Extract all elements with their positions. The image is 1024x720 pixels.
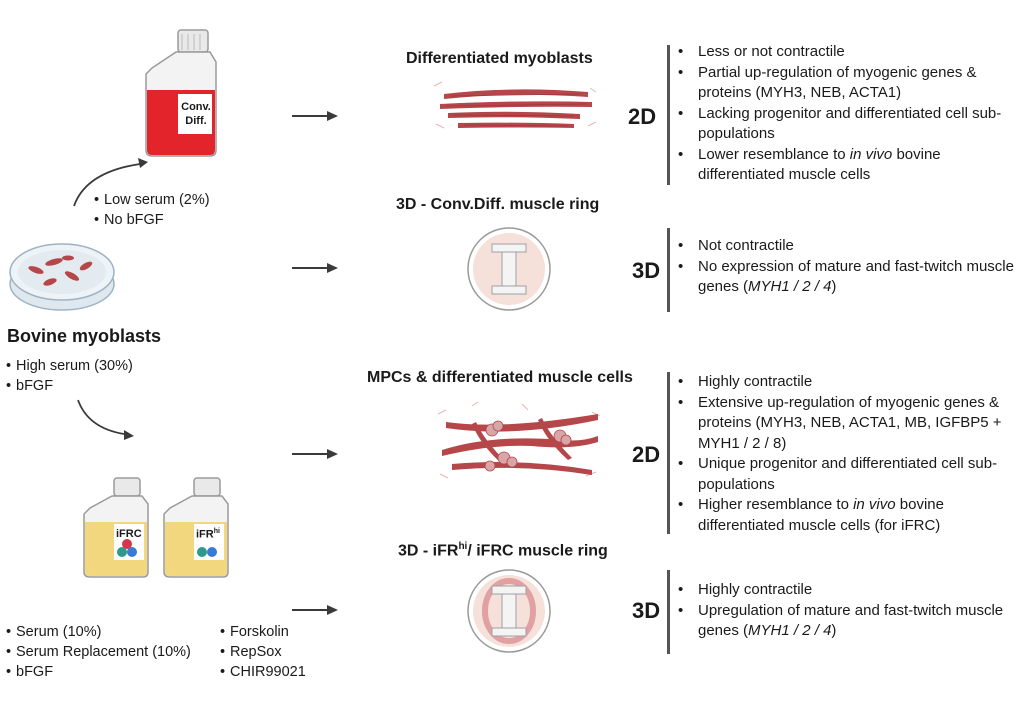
condition-low-serum: Low serum (2%) bbox=[94, 190, 210, 210]
panel-4-title: 3D - iFRhi/ iFRC muscle ring bbox=[398, 541, 608, 560]
ifrc-flask bbox=[83, 477, 149, 578]
conv-diff-flask bbox=[145, 29, 217, 157]
condition-repsox: RepSox bbox=[220, 642, 306, 662]
panel-2-divider bbox=[667, 228, 670, 312]
conv-diff-muscle-ring bbox=[467, 227, 551, 311]
panel-2-points: Not contractile No expression of mature … bbox=[676, 236, 1021, 298]
ifrhi-label-sup: hi bbox=[213, 528, 220, 535]
point-text: No expression of mature and fast-twitch … bbox=[698, 257, 1014, 296]
source-conditions: High serum (30%) bFGF bbox=[6, 356, 133, 396]
ifrhi-label: iFRhi bbox=[196, 528, 220, 541]
petri-dish bbox=[9, 243, 115, 311]
panel-1-point: Lacking progenitor and differentiated ce… bbox=[676, 104, 1021, 145]
point-emphasis: in vivo bbox=[853, 496, 896, 513]
panel-2-point: No expression of mature and fast-twitch … bbox=[676, 257, 1021, 298]
source-title: Bovine myoblasts bbox=[7, 326, 162, 346]
panel-2-point: Not contractile bbox=[676, 236, 1021, 257]
condition-chir99021: CHIR99021 bbox=[220, 662, 306, 682]
condition-ifr-bfgf: bFGF bbox=[6, 662, 191, 682]
panel-2-tag: 3D bbox=[632, 258, 661, 283]
ifr-muscle-ring bbox=[467, 569, 551, 653]
conv-diff-label-line2: Diff. bbox=[185, 115, 207, 127]
panel-3-points: Highly contractile Extensive up-regulati… bbox=[676, 372, 1024, 536]
condition-high-serum: High serum (30%) bbox=[6, 356, 133, 376]
panel-3-point: Highly contractile bbox=[676, 372, 1024, 393]
condition-forskolin: Forskolin bbox=[220, 622, 306, 642]
panel-3-point: Unique progenitor and differentiated cel… bbox=[676, 454, 1024, 495]
mpcs-illustration bbox=[437, 401, 601, 479]
ifr-conditions-right: Forskolin RepSox CHIR99021 bbox=[220, 622, 306, 682]
point-emphasis: MYH1 / 2 / 4 bbox=[748, 278, 832, 295]
point-emphasis: in vivo bbox=[849, 145, 893, 163]
condition-bfgf: bFGF bbox=[6, 376, 133, 396]
differentiated-myoblasts-illustration bbox=[433, 81, 597, 129]
ifr-conditions-left: Serum (10%) Serum Replacement (10%) bFGF bbox=[6, 622, 191, 682]
condition-serum: Serum (10%) bbox=[6, 622, 191, 642]
arrow-to-panel-2 bbox=[292, 263, 338, 273]
point-emphasis: MYH1 / 2 / 4 bbox=[748, 622, 832, 639]
panel-4-divider bbox=[667, 570, 670, 654]
curved-arrow-down bbox=[77, 399, 134, 440]
panel-1-point: Lower resemblance to in vivo bovine diff… bbox=[676, 145, 1021, 186]
arrow-to-panel-4 bbox=[292, 605, 338, 615]
point-text: Higher resemblance to bbox=[698, 496, 854, 513]
panel-4-title-post: / iFRC muscle ring bbox=[467, 542, 608, 560]
panel-4-title-sup: hi bbox=[458, 541, 468, 552]
condition-serum-replacement: Serum Replacement (10%) bbox=[6, 642, 191, 662]
point-text: Upregulation of mature and fast-twitch m… bbox=[698, 601, 1004, 640]
point-text: ) bbox=[831, 278, 837, 295]
panel-4-points: Highly contractile Upregulation of matur… bbox=[676, 580, 1024, 642]
point-text: bovine differentiated muscle cells (for … bbox=[698, 496, 944, 534]
panel-1-divider bbox=[667, 45, 670, 185]
panel-4-tag: 3D bbox=[632, 598, 661, 623]
panel-3-tag: 2D bbox=[632, 442, 661, 467]
panel-1-points: Less or not contractile Partial up-regul… bbox=[676, 42, 1021, 186]
panel-4-point: Upregulation of mature and fast-twitch m… bbox=[676, 601, 1024, 642]
panel-4-point: Highly contractile bbox=[676, 580, 1024, 601]
panel-1-tag: 2D bbox=[628, 104, 657, 129]
panel-3-point: Higher resemblance to in vivo bovine dif… bbox=[676, 495, 1024, 536]
panel-3-title: MPCs & differentiated muscle cells bbox=[367, 369, 633, 386]
panel-1-point: Partial up-regulation of myogenic genes … bbox=[676, 63, 1021, 104]
conv-diff-label-line1: Conv. bbox=[181, 101, 211, 113]
panel-1-title: Differentiated myoblasts bbox=[406, 50, 593, 67]
arrow-to-panel-3 bbox=[292, 449, 338, 459]
point-text: bovine differentiated muscle cells bbox=[698, 145, 941, 184]
panel-3-divider bbox=[667, 372, 670, 534]
conv-diff-conditions: Low serum (2%) No bFGF bbox=[94, 190, 210, 230]
ifrhi-flask bbox=[163, 477, 229, 578]
panel-1-point: Less or not contractile bbox=[676, 42, 1021, 63]
point-text: Lower resemblance to bbox=[698, 145, 850, 163]
curved-arrow-up bbox=[73, 158, 148, 207]
ifrc-label: iFRC bbox=[116, 528, 142, 540]
point-text: ) bbox=[831, 622, 837, 639]
panel-2-title: 3D - Conv.Diff. muscle ring bbox=[396, 196, 600, 213]
ifrhi-label-base: iFR bbox=[196, 528, 214, 541]
panel-3-point: Extensive up-regulation of myogenic gene… bbox=[676, 393, 1024, 455]
panel-4-title-pre: 3D - iFR bbox=[398, 542, 459, 560]
condition-no-bfgf: No bFGF bbox=[94, 210, 210, 230]
arrow-to-panel-1 bbox=[292, 111, 338, 121]
